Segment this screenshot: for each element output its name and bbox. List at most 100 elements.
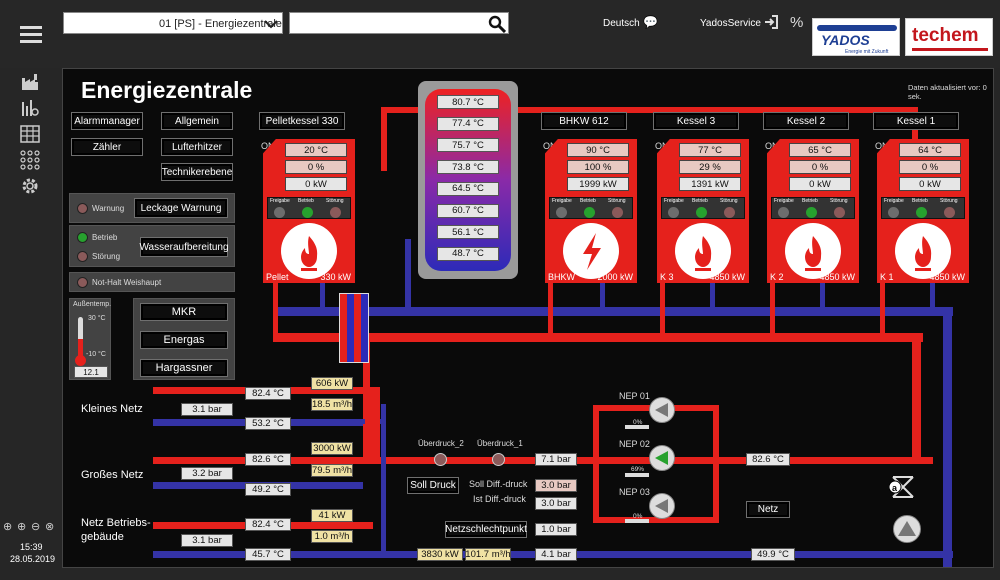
alarm-manager-button[interactable]: Alarmmanager [71,112,143,130]
tank-temp-value: 80.7 °C [437,95,499,109]
chart-icon[interactable] [20,98,40,118]
emergency-label: Not-Halt Weishaupt [92,278,162,287]
run-label: Betrieb [912,198,928,204]
overpressure-1-label: Überdruck_1 [477,439,523,448]
zoom-reset-icon[interactable]: ⊗ [45,521,55,533]
boiler-header-3[interactable]: Kessel 2 [763,112,849,130]
boiler-type: BHKW [548,272,575,282]
search-icon[interactable] [488,15,506,33]
boiler-on-label: ON [875,141,889,151]
gear-icon[interactable] [20,176,40,196]
hargassner-button[interactable]: Hargassner [140,359,228,377]
tank-temp-value: 56.1 °C [437,225,499,240]
boiler-capacity: 330 kW [320,272,351,282]
fault-label: Störung [830,198,848,204]
pump-nep01[interactable] [649,397,675,423]
main-return-temp: 49.9 °C [751,548,795,561]
mkr-button[interactable]: MKR [140,303,228,321]
general-button[interactable]: Allgemein [161,112,233,130]
worst-point-button[interactable]: Netzschlechtpunkt [445,521,527,538]
chat-icon[interactable]: 💬 [643,15,658,29]
air-heater-button[interactable]: Lufterhitzer [161,138,233,156]
fault-label: Störung [326,198,344,204]
building-net-label: Netz Betriebs-gebäude [81,517,151,543]
small-net-power: 606 kW [311,377,353,390]
search-input[interactable] [289,12,509,34]
boiler-capacity: 4850 kW [929,272,965,282]
fault-lamp [612,207,623,218]
technician-button[interactable]: Technikerebene [161,163,233,181]
net-button[interactable]: Netz [746,501,790,518]
counter-button[interactable]: Zähler [71,138,143,156]
actual-diff-label: Ist Diff.-druck [473,494,526,504]
language-label[interactable]: Deutsch [603,18,640,29]
building-net-return: 45.7 °C [245,548,291,561]
large-net-flow: 79.5 m³/h [311,464,353,477]
plant-selector[interactable]: 01 [PS] - Energiezentrale [63,12,283,34]
set-pressure-button[interactable]: Soll Druck [407,477,459,494]
heat-exchanger[interactable] [339,293,369,363]
set-diff-value[interactable]: 3.0 bar [535,479,577,492]
overpressure-1-lamp [492,453,505,466]
valve-icon[interactable]: a [889,473,917,501]
boiler-header-1[interactable]: BHKW 612 [541,112,627,130]
user-label[interactable]: YadosService [700,18,761,29]
percent-icon[interactable]: % [790,14,804,31]
pump-nep02[interactable] [649,445,675,471]
boiler-capacity: 2000 kW [597,272,633,282]
grid-dots-icon[interactable] [20,150,40,170]
run-label: Betrieb [692,198,708,204]
scale-bottom: -10 °C [86,351,106,358]
table-icon[interactable] [20,124,40,144]
zoom-out-icon[interactable]: ⊖ [31,521,41,533]
fault-lamp [834,207,845,218]
operation-lamp [77,232,88,243]
run-label: Betrieb [802,198,818,204]
overpressure-2-label: Überdruck_2 [418,439,464,448]
energas-button[interactable]: Energas [140,331,228,349]
warning-lamp [77,203,88,214]
boiler-modulation: 0 % [789,160,851,174]
flame-icon [785,223,841,279]
release-label: Freigabe [774,198,794,204]
boiler-capacity: 4850 kW [819,272,855,282]
return-pressure-value: 4.1 bar [535,548,577,561]
pump-nep03[interactable] [649,493,675,519]
leak-warning-button[interactable]: Leckage Warnung [134,198,228,218]
building-net-power: 41 kW [311,509,353,522]
water-treatment-button[interactable]: Wasseraufbereitung [139,237,229,257]
boiler-header-0[interactable]: Pelletkessel 330 [259,112,345,130]
boiler-on-label: ON [543,141,557,151]
tank-temp-value: 75.7 °C [437,138,499,153]
small-net-flow: 18.5 m³/h [311,398,353,411]
plant-selector-value: 01 [PS] - Energiezentrale [159,18,282,30]
fault-label: Störung [608,198,626,204]
nep01-speed: 0% [633,419,643,426]
operation-label: Betrieb [92,233,118,242]
boiler-header-4[interactable]: Kessel 1 [873,112,959,130]
main-return-pump[interactable] [893,515,921,543]
clock-time: 15:39 [20,542,43,552]
main-panel: Energiezentrale Daten aktualisiert vor: … [62,68,994,568]
fault-lamp [77,251,88,262]
zoom-fit-icon[interactable]: ⊕ [17,521,27,533]
run-lamp [696,207,707,218]
zoom-in-icon[interactable]: ⊕ [3,521,13,533]
scale-top: 30 °C [88,315,106,322]
building-net-supply: 82.4 °C [245,518,291,531]
top-bar: 01 [PS] - Energiezentrale Deutsch 💬 Yado… [0,0,1000,68]
emergency-panel: Not-Halt Weishaupt [69,272,235,292]
factory-icon[interactable] [20,72,40,92]
boiler-header-2[interactable]: Kessel 3 [653,112,739,130]
hamburger-menu-icon[interactable] [20,26,42,44]
boiler-power: 0 kW [285,177,347,191]
logout-icon[interactable] [763,14,779,30]
nep01-label: NEP 01 [619,391,650,401]
